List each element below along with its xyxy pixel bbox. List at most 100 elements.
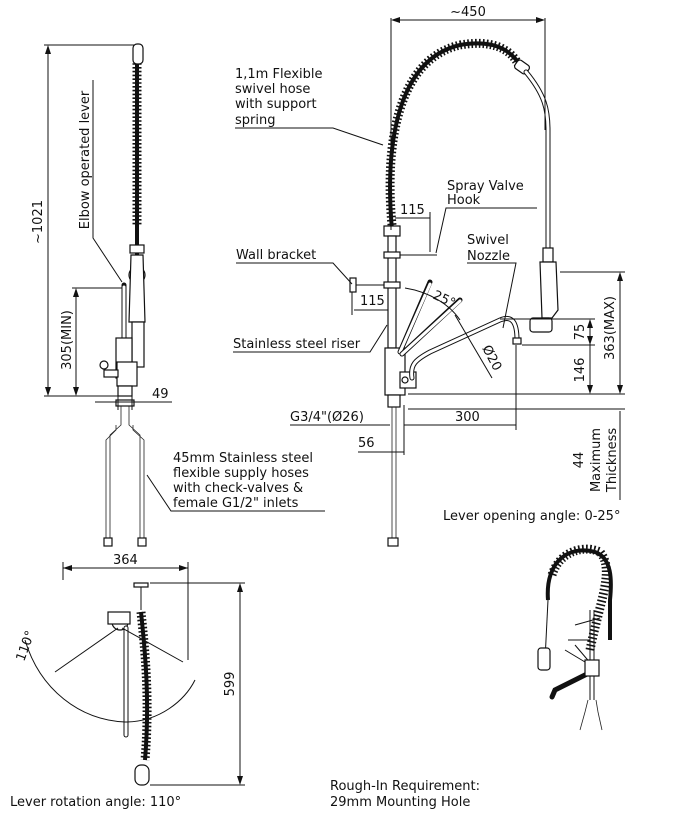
side-supply-hoses	[105, 406, 145, 540]
hook-label-line-1: Spray Valve	[447, 179, 524, 194]
spray-head	[529, 317, 553, 333]
side-dimension-lines	[44, 44, 135, 397]
reach-dimension: 300	[455, 410, 480, 425]
hook-clamp	[383, 251, 401, 259]
thickness-dimension: 44	[572, 452, 587, 469]
front-inlet	[387, 537, 399, 547]
nozzle-label-line-2: Nozzle	[467, 249, 510, 264]
nozzle-height-dimension: 75	[573, 324, 588, 341]
width-dimension: ~450	[450, 5, 486, 20]
top-valve-block	[107, 611, 131, 625]
hook-dim-line	[395, 212, 431, 252]
support-spring	[385, 39, 525, 226]
height-dimension: ~1021	[31, 200, 46, 244]
isometric-view	[537, 544, 613, 731]
min-height-dimension: 305(MIN)	[60, 310, 75, 370]
side-riser	[131, 321, 145, 368]
spray-valve	[539, 261, 559, 319]
elbow-lever-label: Elbow operated lever	[78, 90, 93, 229]
side-inlet-left	[103, 537, 113, 547]
hook-dimension: 115	[400, 203, 425, 218]
wall-bracket-label: Wall bracket	[236, 248, 316, 263]
side-view: ~1021 305(MIN) 49 Elbow operated lever 4…	[31, 43, 325, 547]
spout-diameter-leader	[454, 314, 493, 379]
offset-dimension: 56	[358, 436, 375, 451]
hook-label-line-2: Hook	[447, 193, 481, 208]
iso-body	[584, 659, 600, 677]
iso-riser	[589, 610, 595, 700]
side-handle-knob	[99, 360, 109, 370]
riser-label: Stainless steel riser	[233, 337, 361, 352]
hose-leader	[235, 127, 384, 146]
front-view: ~450 1,1m Flexible swivel hose with supp…	[233, 5, 625, 547]
hook-leader	[435, 207, 537, 254]
iso-spout	[549, 667, 598, 700]
hoses-label-line-2: flexible supply hoses	[173, 466, 309, 481]
hoses-leader	[146, 474, 325, 512]
top-width-dim-line	[62, 562, 189, 660]
top-bracket	[133, 582, 149, 588]
rotation-angle-dimension: 110°	[14, 629, 39, 664]
rotation-arc	[24, 639, 196, 723]
rough-in-line-2: 29mm Mounting Hole	[330, 795, 470, 810]
width-dim-line	[390, 18, 546, 230]
side-spray-valve	[128, 254, 146, 323]
bracket-dimension: 115	[360, 294, 385, 309]
hoses-label-line-3: with check-valves &	[173, 481, 303, 496]
hose-coupling	[383, 225, 401, 237]
max-height-dimension: 363(MAX)	[603, 296, 618, 360]
base-width-dimension: 49	[152, 387, 169, 402]
lever-open-inner	[400, 299, 462, 356]
bracket-dim-line	[351, 292, 388, 315]
tail-piece	[387, 394, 401, 408]
nozzle-tip	[512, 337, 522, 345]
hose-label-line-2: swivel hose	[235, 82, 310, 97]
hose-label-line-3: with support	[235, 97, 317, 112]
top-view: 364 599 110° Lever rotation angle: 110°	[10, 553, 245, 810]
side-handle	[103, 369, 119, 378]
iso-spring	[547, 544, 611, 651]
hoses-label-line-1: 45mm Stainless steel	[173, 451, 313, 466]
side-nut	[115, 399, 135, 407]
side-base	[117, 385, 133, 397]
base-width-dim-line	[95, 392, 172, 410]
thickness-label-line-1: Maximum	[589, 428, 604, 492]
thickness-label-line-2: Thickness	[605, 428, 620, 493]
spout-height-dimension: 146	[573, 358, 588, 383]
front-supply-hose	[391, 407, 397, 540]
nozzle-leader	[467, 262, 517, 329]
spray-valve-coupling	[542, 247, 554, 263]
wall-bracket	[349, 277, 357, 293]
top-width-dimension: 364	[113, 553, 138, 568]
lever-closed-inner	[398, 282, 432, 354]
iso-brackets	[568, 617, 601, 641]
side-coupling	[129, 244, 145, 254]
iso-supply-hoses	[579, 699, 603, 731]
lever-rotation-note: Lever rotation angle: 110°	[10, 795, 181, 810]
wall-bracket-leader	[236, 262, 353, 285]
valve-screw	[401, 376, 409, 384]
thread-dimension: G3/4"(Ø26)	[290, 410, 364, 425]
top-spray-head	[134, 764, 150, 786]
lever-angle-arc	[404, 287, 461, 321]
hose-label-line-4: spring	[235, 113, 275, 128]
side-valve-block	[116, 361, 138, 387]
top-depth-dim-line	[150, 582, 245, 786]
elbow-lever-leader	[92, 80, 123, 283]
bracket-clamp	[383, 281, 401, 289]
iso-hose	[545, 548, 613, 640]
iso-spray-valve	[537, 647, 551, 671]
swivel-spout-inner	[410, 316, 519, 380]
nozzle-label-line-1: Swivel	[467, 233, 509, 248]
side-inlet-right	[137, 537, 147, 547]
top-levers	[54, 627, 184, 673]
hose-label-line-1: 1,1m Flexible	[235, 67, 323, 82]
rough-in-line-1: Rough-In Requirement:	[330, 779, 480, 794]
riser-leader	[233, 324, 388, 353]
spout-diameter-dimension: Ø20	[478, 343, 504, 374]
side-spring-top	[132, 43, 144, 65]
lever-opening-note: Lever opening angle: 0-25°	[443, 509, 620, 524]
top-spring	[136, 611, 152, 761]
